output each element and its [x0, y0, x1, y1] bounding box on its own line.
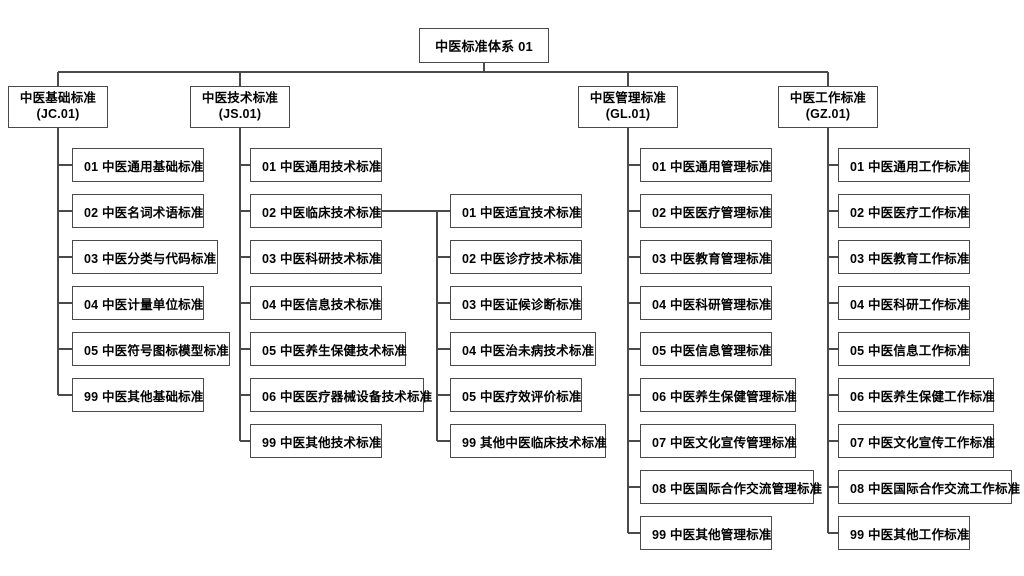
leaf-node[interactable]: 05 中医信息工作标准: [838, 332, 970, 366]
branch-node-jc[interactable]: 中医基础标准(JC.01): [8, 86, 108, 128]
leaf-node[interactable]: 05 中医信息管理标准: [640, 332, 772, 366]
leaf-node[interactable]: 03 中医教育工作标准: [838, 240, 970, 274]
leaf-node[interactable]: 01 中医通用管理标准: [640, 148, 772, 182]
leaf-node[interactable]: 01 中医通用技术标准: [250, 148, 382, 182]
branch-code: (GL.01): [605, 107, 651, 121]
sub-leaf-node[interactable]: 05 中医疗效评价标准: [450, 378, 582, 412]
sub-leaf-node[interactable]: 02 中医诊疗技术标准: [450, 240, 582, 274]
leaf-node[interactable]: 01 中医通用基础标准: [72, 148, 204, 182]
root-node[interactable]: 中医标准体系 01: [419, 28, 549, 63]
leaf-node[interactable]: 99 中医其他工作标准: [838, 516, 970, 550]
leaf-node[interactable]: 07 中医文化宣传工作标准: [838, 424, 995, 458]
branch-code: (JS.01): [218, 107, 262, 121]
branch-title: 中医管理标准: [589, 91, 667, 106]
leaf-node[interactable]: 05 中医符号图标模型标准: [72, 332, 230, 366]
leaf-node[interactable]: 07 中医文化宣传管理标准: [640, 424, 797, 458]
leaf-node[interactable]: 04 中医计量单位标准: [72, 286, 204, 320]
sub-leaf-node[interactable]: 99 其他中医临床技术标准: [450, 424, 607, 458]
leaf-node[interactable]: 08 中医国际合作交流工作标准: [838, 470, 1020, 504]
branch-title: 中医技术标准: [201, 91, 279, 106]
leaf-node[interactable]: 99 中医其他基础标准: [72, 378, 204, 412]
leaf-node[interactable]: 02 中医医疗管理标准: [640, 194, 772, 228]
leaf-node[interactable]: 04 中医科研工作标准: [838, 286, 970, 320]
leaf-node[interactable]: 02 中医临床技术标准: [250, 194, 382, 228]
branch-title: 中医工作标准: [789, 91, 867, 106]
branch-code: (JC.01): [36, 107, 80, 121]
leaf-node[interactable]: 08 中医国际合作交流管理标准: [640, 470, 822, 504]
leaf-node[interactable]: 03 中医分类与代码标准: [72, 240, 218, 274]
leaf-node[interactable]: 99 中医其他管理标准: [640, 516, 772, 550]
leaf-node[interactable]: 06 中医养生保健工作标准: [838, 378, 995, 412]
sub-leaf-node[interactable]: 04 中医治未病技术标准: [450, 332, 596, 366]
leaf-node[interactable]: 04 中医信息技术标准: [250, 286, 382, 320]
leaf-node[interactable]: 03 中医教育管理标准: [640, 240, 772, 274]
branch-title: 中医基础标准: [19, 91, 97, 106]
branch-node-js[interactable]: 中医技术标准(JS.01): [190, 86, 290, 128]
leaf-node[interactable]: 06 中医养生保健管理标准: [640, 378, 797, 412]
leaf-node[interactable]: 06 中医医疗器械设备技术标准: [250, 378, 432, 412]
branch-node-gz[interactable]: 中医工作标准(GZ.01): [778, 86, 878, 128]
leaf-node[interactable]: 01 中医通用工作标准: [838, 148, 970, 182]
leaf-node[interactable]: 05 中医养生保健技术标准: [250, 332, 407, 366]
leaf-node[interactable]: 03 中医科研技术标准: [250, 240, 382, 274]
leaf-node[interactable]: 02 中医名词术语标准: [72, 194, 204, 228]
leaf-node[interactable]: 02 中医医疗工作标准: [838, 194, 970, 228]
leaf-node[interactable]: 99 中医其他技术标准: [250, 424, 382, 458]
leaf-node[interactable]: 04 中医科研管理标准: [640, 286, 772, 320]
branch-code: (GZ.01): [805, 107, 851, 121]
sub-leaf-node[interactable]: 03 中医证候诊断标准: [450, 286, 582, 320]
branch-node-gl[interactable]: 中医管理标准(GL.01): [578, 86, 678, 128]
sub-leaf-node[interactable]: 01 中医适宜技术标准: [450, 194, 582, 228]
